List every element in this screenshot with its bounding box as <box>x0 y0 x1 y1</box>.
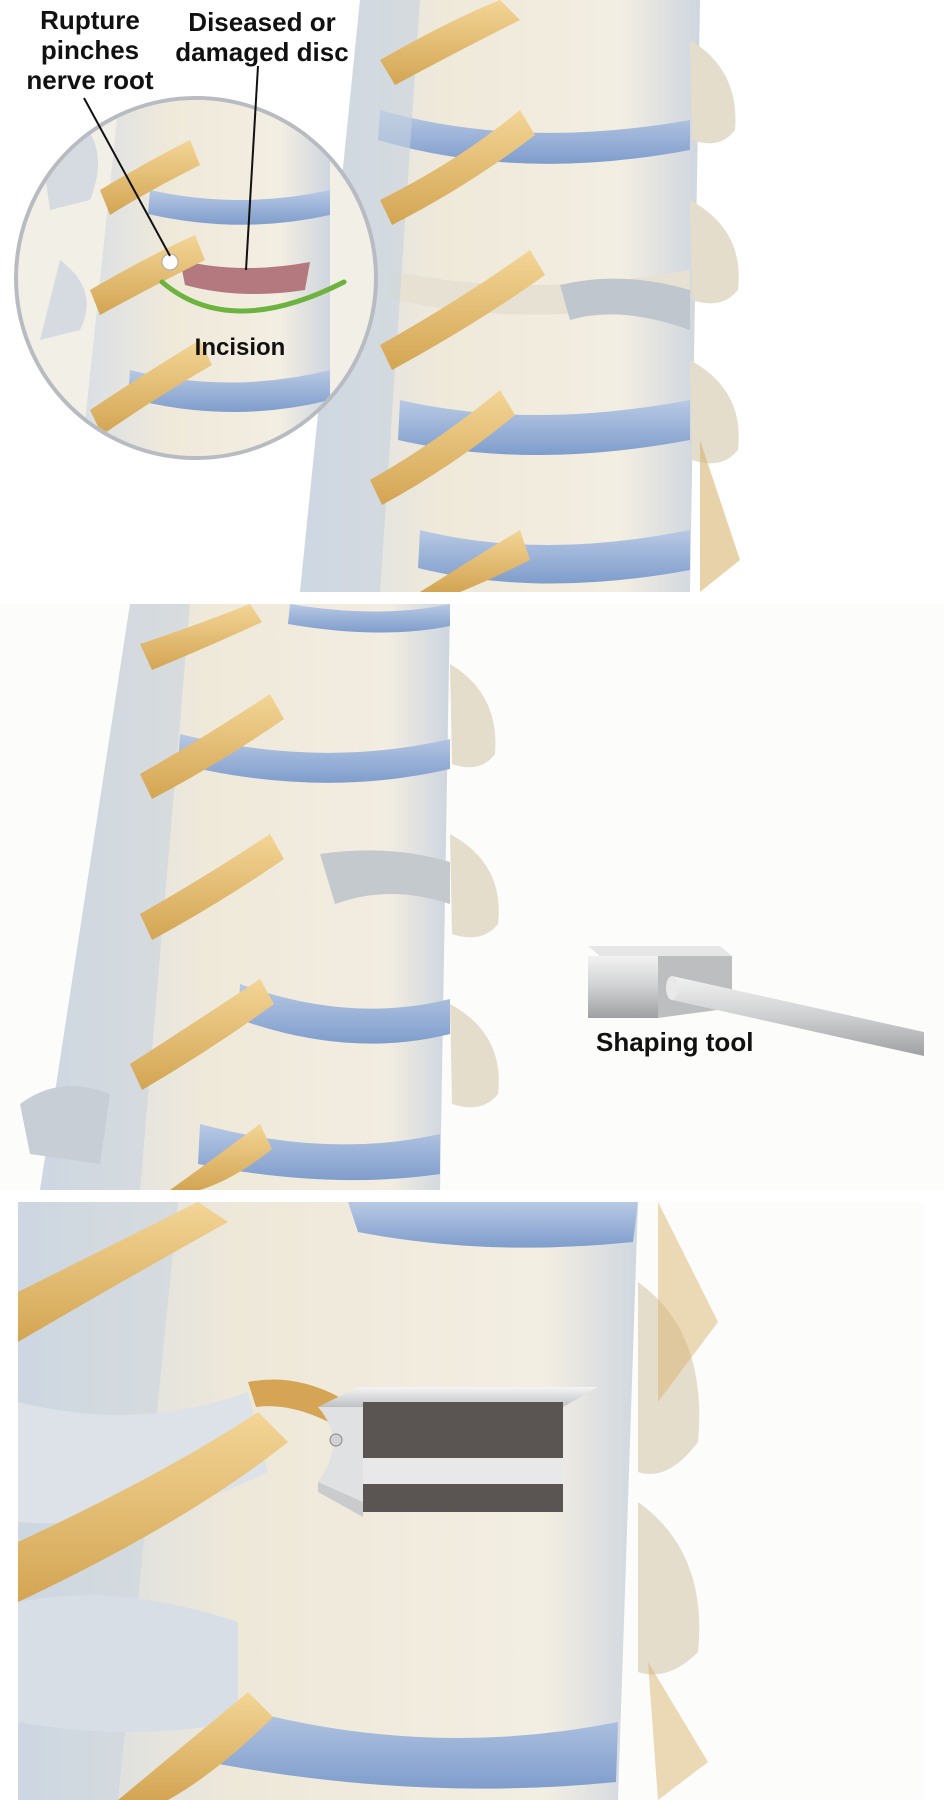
panel-diseased-disc: Rupture pinches nerve root Diseased or d… <box>0 0 944 592</box>
spine-illustration-top <box>14 0 740 592</box>
disc-gap <box>560 278 690 330</box>
disc <box>348 1202 638 1248</box>
disc <box>208 1702 618 1789</box>
incision-label: Incision <box>194 334 286 361</box>
disc-implant-icon <box>318 1387 598 1517</box>
nerve-roots <box>18 1202 348 1800</box>
nerve-roots <box>130 604 284 1190</box>
disc <box>378 110 690 164</box>
spine-illustration-middle <box>20 604 924 1190</box>
panel-implant <box>18 1202 924 1800</box>
implant-plate-bottom <box>363 1484 563 1512</box>
spine-column <box>18 1202 718 1800</box>
disc <box>238 984 450 1044</box>
magnified-view <box>14 96 378 460</box>
implant-plate-top <box>363 1402 563 1458</box>
rupture-leader-line <box>83 97 171 257</box>
rupture-label: Rupture pinches nerve root <box>26 5 154 95</box>
rupture-point <box>161 253 179 271</box>
nerve-roots <box>370 0 545 592</box>
diseased-disc-label: Diseased or damaged disc <box>175 7 349 67</box>
disc <box>288 604 450 633</box>
disc <box>178 734 450 783</box>
panel-shaping-tool: Shaping tool <box>0 604 944 1190</box>
disc-gap <box>320 850 450 904</box>
incision-arc <box>159 279 347 314</box>
spine-illustration-bottom <box>18 1202 718 1800</box>
shaping-tool-icon <box>588 946 924 1056</box>
damaged-disc <box>180 260 310 294</box>
shaping-tool-label: Shaping tool <box>596 1027 754 1057</box>
spine-column <box>20 604 499 1190</box>
disc-leader-line <box>245 65 259 271</box>
